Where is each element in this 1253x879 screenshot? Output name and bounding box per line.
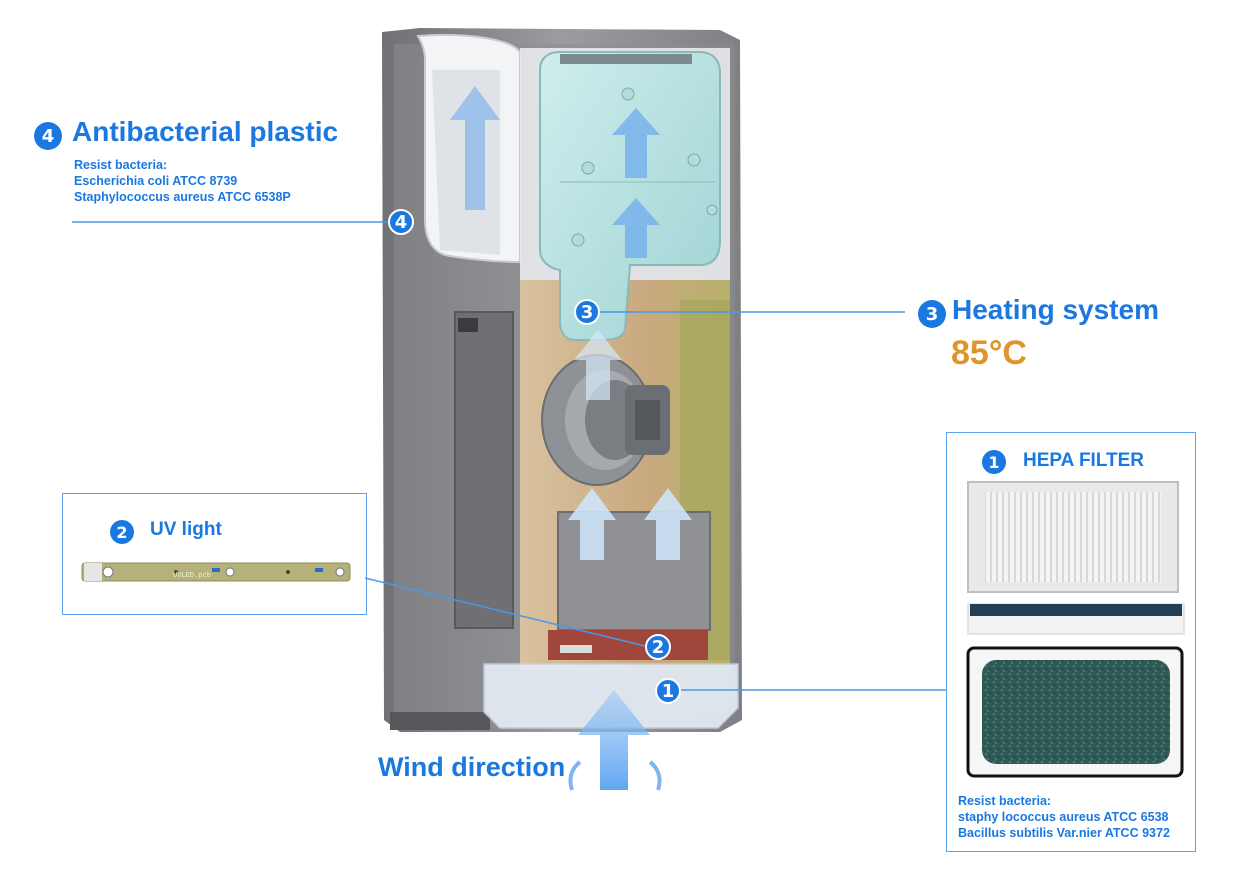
antibacterial-bacteria-2: Staphylococcus aureus ATCC 6538P xyxy=(74,190,291,204)
callout-badge-2: 2 xyxy=(645,634,671,660)
heating-title: Heating system xyxy=(952,294,1159,325)
uv-number-badge: 2 xyxy=(110,520,134,544)
airflow-arrows xyxy=(450,86,692,791)
uv-title: UV light xyxy=(150,519,222,540)
heating-temperature: 85°C xyxy=(951,334,1027,372)
antibacterial-bacteria-1: Escherichia coli ATCC 8739 xyxy=(74,174,238,188)
hepa-number-badge: 1 xyxy=(982,450,1006,474)
hepa-bacteria-2: Bacillus subtilis Var.nier ATCC 9372 xyxy=(958,826,1170,840)
uv-pcb-label: UVLED.pcb xyxy=(173,571,211,579)
callout-badge-3: 3 xyxy=(574,299,600,325)
hepa-filter-images xyxy=(966,481,1185,778)
uv-light-box xyxy=(62,493,367,615)
dryer-interior xyxy=(483,48,739,729)
antibacterial-title: Antibacterial plastic xyxy=(72,116,339,147)
antibacterial-subtitle: Resist bacteria: xyxy=(74,158,168,172)
hepa-filter-box xyxy=(946,432,1196,852)
heating-number-badge: 3 xyxy=(918,300,946,328)
callout-badge-1: 1 xyxy=(655,678,681,704)
callout-badge-4: 4 xyxy=(388,209,414,235)
wind-direction-label: Wind direction xyxy=(378,752,566,782)
connector-line-2 xyxy=(364,577,646,647)
uv-led-board-image xyxy=(81,562,351,582)
hepa-subtitle: Resist bacteria: xyxy=(958,794,1052,808)
hepa-title: HEPA FILTER xyxy=(1023,450,1145,471)
antibacterial-number-badge: 4 xyxy=(34,122,62,150)
hepa-bacteria-1: staphy lococcus aureus ATCC 6538 xyxy=(958,810,1169,824)
